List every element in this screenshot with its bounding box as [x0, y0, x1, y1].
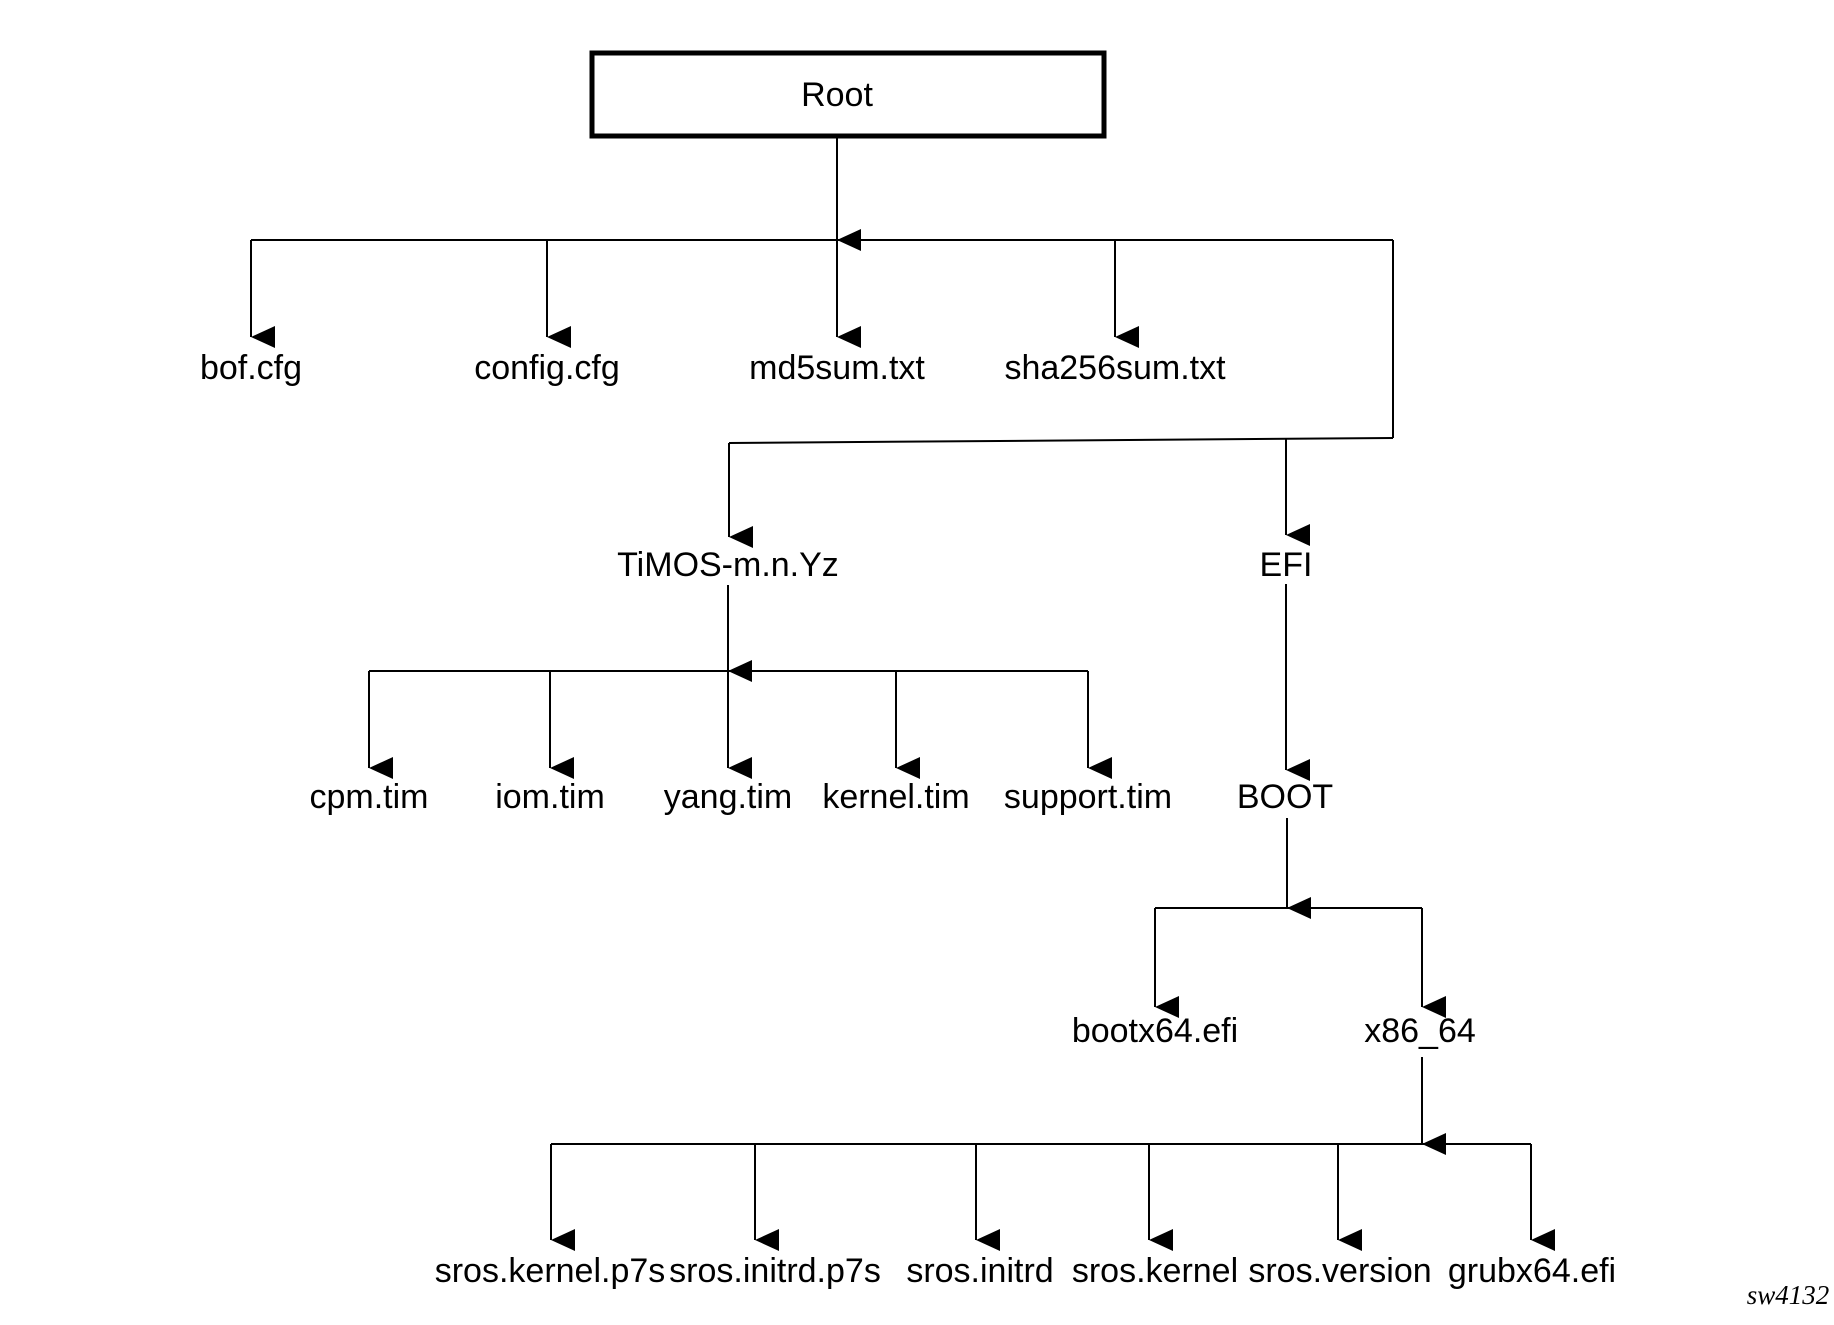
- node-label-md5sum-txt: md5sum.txt: [749, 349, 925, 387]
- node-label-sros-initrd: sros.initrd: [906, 1252, 1054, 1290]
- node-label-efi: EFI: [1259, 546, 1313, 584]
- node-label-config-cfg: config.cfg: [474, 349, 620, 387]
- node-label-iom-tim: iom.tim: [495, 778, 605, 816]
- node-label-boot: BOOT: [1236, 778, 1334, 816]
- node-label-sha256sum-txt: sha256sum.txt: [1004, 349, 1226, 387]
- node-label-root: Root: [801, 76, 873, 114]
- node-label-timos: TiMOS-m.n.Yz: [617, 546, 839, 584]
- node-label-support-tim: support.tim: [1003, 778, 1173, 816]
- node-label-x86-64: x86_64: [1364, 1012, 1476, 1050]
- node-label-grubx64-efi: grubx64.efi: [1447, 1252, 1617, 1290]
- node-label-sros-kernel-p7s: sros.kernel.p7s: [434, 1252, 666, 1290]
- node-label-sros-version: sros.version: [1248, 1252, 1432, 1290]
- node-label-bof-cfg: bof.cfg: [199, 349, 303, 387]
- node-label-bootx64-efi: bootx64.efi: [1071, 1012, 1239, 1050]
- node-label-kernel-tim: kernel.tim: [822, 778, 970, 816]
- edge-level2-bar: [728, 437, 1394, 444]
- node-label-sros-initrd-p7s: sros.initrd.p7s: [669, 1252, 881, 1290]
- figure-watermark: sw4132: [1746, 1280, 1830, 1310]
- node-label-cpm-tim: cpm.tim: [309, 778, 429, 816]
- node-label-yang-tim: yang.tim: [663, 778, 793, 816]
- root-box: [589, 50, 1107, 139]
- node-label-sros-kernel: sros.kernel: [1071, 1252, 1239, 1290]
